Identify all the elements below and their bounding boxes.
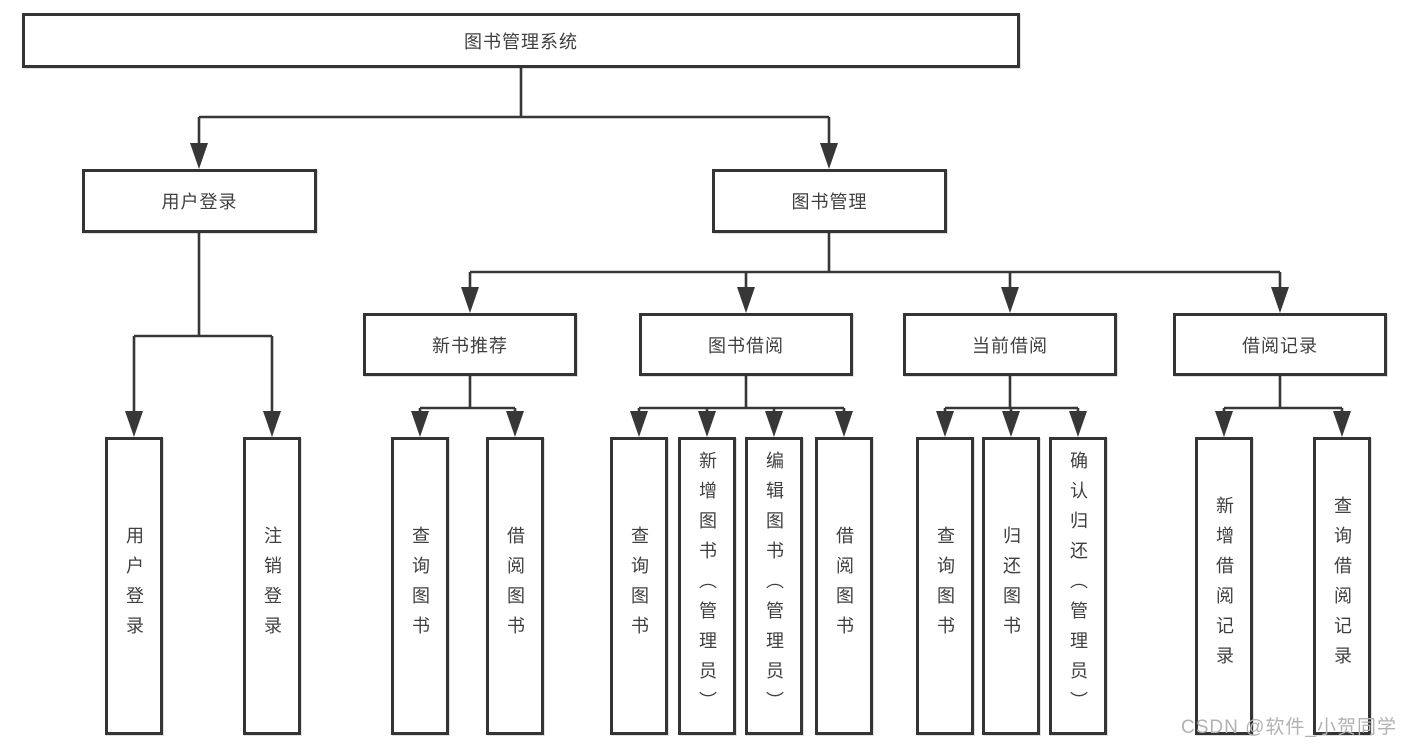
arrow-down-icon — [125, 411, 143, 437]
arrow-down-icon — [820, 143, 838, 169]
leaf-borrow-book-borrow: 借阅图书 — [815, 437, 873, 735]
connector-book-borrow-children — [630, 376, 853, 437]
watermark: CSDN @软件_小贺同学 — [1181, 717, 1397, 738]
connector-book-mgmt-children — [461, 233, 1289, 313]
node-current-borrow: 当前借阅 — [903, 313, 1117, 376]
connector-new-book-rec-children — [411, 376, 524, 437]
arrow-down-icon — [1215, 411, 1233, 437]
node-book-borrow: 图书借阅 — [639, 313, 853, 376]
arrow-down-icon — [506, 411, 524, 437]
leaf-query-book-newrec: 查询图书 — [391, 437, 449, 735]
node-user-login: 用户登录 — [82, 169, 317, 233]
leaf-logout: 注销登录 — [243, 437, 301, 735]
leaf-confirm-return-admin: 确认归还（管理员） — [1049, 437, 1107, 735]
arrow-down-icon — [630, 411, 648, 437]
leaf-add-book-admin: 新增图书（管理员） — [678, 437, 736, 735]
connector-borrow-records-children — [1215, 376, 1351, 437]
arrow-down-icon — [1069, 411, 1087, 437]
arrow-down-icon — [765, 411, 783, 437]
leaf-user-login: 用户登录 — [105, 437, 163, 735]
connector-user-login-children — [125, 233, 281, 437]
arrow-down-icon — [835, 411, 853, 437]
node-new-book-rec: 新书推荐 — [363, 313, 577, 376]
leaf-query-book-borrow: 查询图书 — [610, 437, 668, 735]
leaf-query-borrow-record: 查询借阅记录 — [1313, 437, 1371, 735]
arrow-down-icon — [1001, 287, 1019, 313]
arrow-down-icon — [1333, 411, 1351, 437]
arrow-down-icon — [263, 411, 281, 437]
arrow-down-icon — [737, 287, 755, 313]
arrow-down-icon — [1271, 287, 1289, 313]
node-book-mgmt: 图书管理 — [712, 169, 947, 233]
connector-current-borrow-children — [936, 376, 1087, 437]
leaf-borrow-book-newrec: 借阅图书 — [486, 437, 544, 735]
leaf-edit-book-admin: 编辑图书（管理员） — [745, 437, 803, 735]
leaf-add-borrow-record: 新增借阅记录 — [1195, 437, 1253, 735]
arrow-down-icon — [461, 287, 479, 313]
connector-root-children — [190, 68, 838, 169]
arrow-down-icon — [936, 411, 954, 437]
leaf-query-book-current: 查询图书 — [916, 437, 974, 735]
arrow-down-icon — [190, 143, 208, 169]
arrow-down-icon — [411, 411, 429, 437]
node-borrow-records: 借阅记录 — [1173, 313, 1387, 376]
arrow-down-icon — [1002, 411, 1020, 437]
node-root: 图书管理系统 — [22, 13, 1020, 68]
arrow-down-icon — [698, 411, 716, 437]
leaf-return-book: 归还图书 — [982, 437, 1040, 735]
